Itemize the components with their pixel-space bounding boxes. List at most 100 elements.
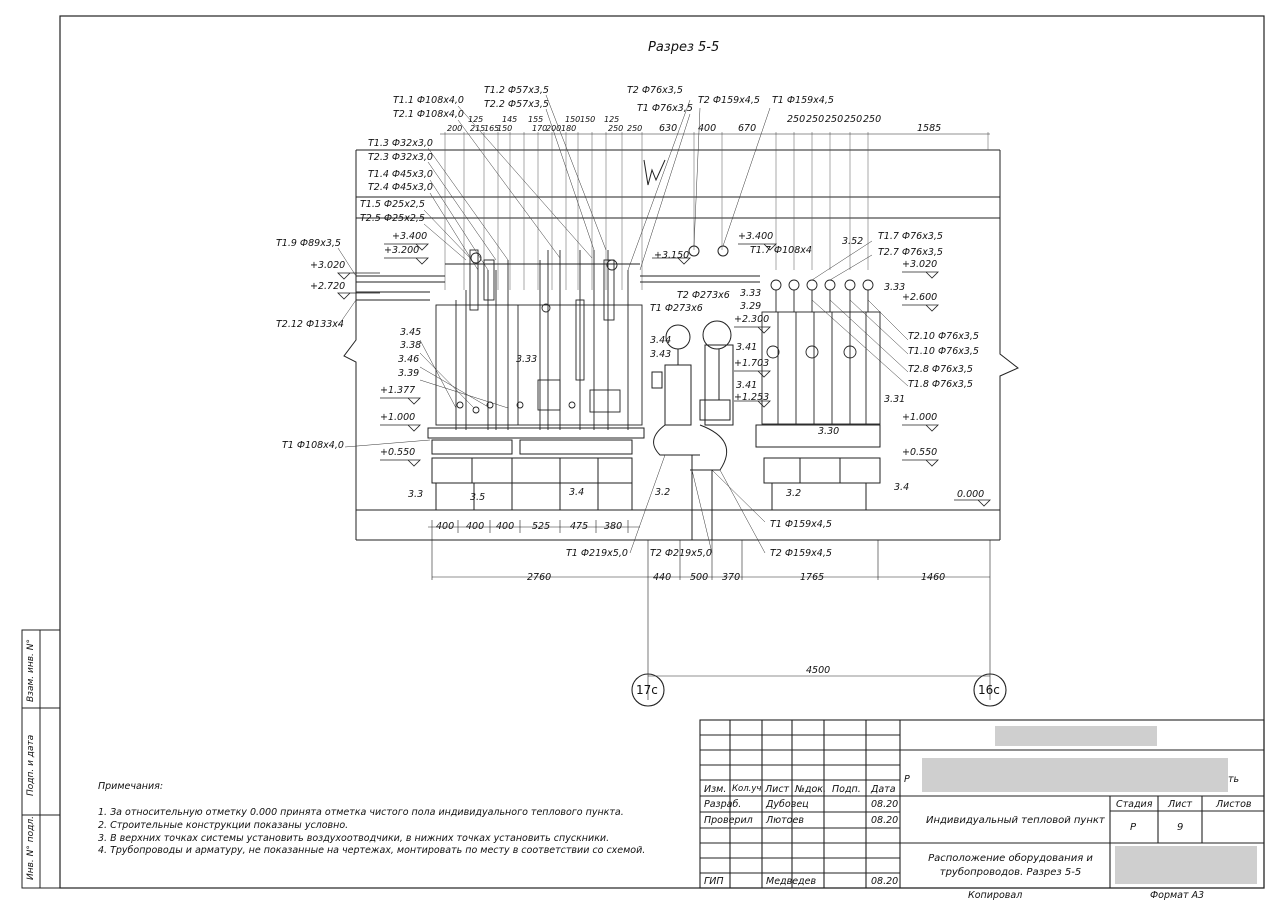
stamp-format: Формат А3 bbox=[1150, 890, 1205, 901]
dim-label: 1460 bbox=[921, 572, 946, 583]
stamp-partial-left: Р bbox=[904, 774, 910, 785]
dim-label: 165 bbox=[484, 124, 500, 133]
item-mark: 3.52 bbox=[842, 236, 864, 247]
elevation-label: +3.150 bbox=[654, 250, 690, 261]
elevation-label: +0.550 bbox=[380, 447, 416, 458]
dim-label: 200 bbox=[447, 124, 463, 133]
central-pipes bbox=[651, 245, 734, 540]
elevation-label: +3.200 bbox=[384, 245, 420, 256]
upper-pipes bbox=[356, 263, 760, 301]
item-mark: 3.4 bbox=[569, 487, 585, 498]
side-stamp-inv: Инв. N° подл. bbox=[26, 816, 36, 880]
item-mark: 3.39 bbox=[398, 368, 420, 379]
elevation-label: +0.550 bbox=[902, 447, 938, 458]
pipe-label: Т2 Ф159х4,5 bbox=[770, 548, 832, 559]
pipe-label: Т2 Ф76х3,5 bbox=[627, 85, 683, 96]
dim-label: 400 bbox=[496, 521, 515, 532]
item-mark: 3.46 bbox=[398, 354, 420, 365]
dim-label: 125 bbox=[468, 115, 484, 124]
pipe-label: Т2.2 Ф57х3,5 bbox=[484, 99, 549, 110]
sheet-frame bbox=[59, 15, 1265, 889]
stamp-partial-right: ть bbox=[1228, 774, 1240, 785]
stamp-date: 08.20 bbox=[871, 815, 899, 826]
stamp-sheet-label: Лист bbox=[1168, 799, 1193, 810]
right-equipment bbox=[761, 279, 881, 425]
building-structure bbox=[343, 149, 1019, 541]
stamp-date: 08.20 bbox=[871, 799, 899, 810]
title-block-grid bbox=[699, 719, 1265, 889]
pipe-label: Т1.4 Ф45х3,0 bbox=[368, 169, 433, 180]
left-equipment bbox=[435, 249, 643, 430]
axis-bubble-17c bbox=[631, 673, 665, 707]
stamp-header-list: Лист bbox=[765, 784, 790, 795]
elevation-markers bbox=[337, 243, 991, 507]
dim-label: 150 bbox=[565, 115, 581, 124]
elevation-label: +3.400 bbox=[392, 231, 428, 242]
pipe-label: Т1.9 Ф89х3,5 bbox=[276, 238, 341, 249]
item-mark: 3.29 bbox=[740, 301, 762, 312]
elevation-label: +3.020 bbox=[902, 259, 938, 270]
elevation-label: 0.000 bbox=[957, 489, 985, 500]
dim-label: 500 bbox=[690, 572, 709, 583]
pipe-label: Т1.3 Ф32х3,0 bbox=[368, 138, 433, 149]
elevation-label: +2.300 bbox=[734, 314, 770, 325]
item-mark: 3.2 bbox=[655, 487, 671, 498]
dim-label: 1765 bbox=[800, 572, 825, 583]
stamp-name: Дубовец bbox=[766, 799, 809, 810]
item-mark: 3.45 bbox=[400, 327, 422, 338]
stamp-role: Проверил bbox=[704, 815, 753, 826]
stamp-stage-label: Стадия bbox=[1116, 799, 1153, 810]
dim-label: 380 bbox=[604, 521, 623, 532]
pipe-label: Т2 Ф273х6 bbox=[677, 290, 730, 301]
item-mark: 3.38 bbox=[400, 340, 422, 351]
dim-label: 150 bbox=[580, 115, 596, 124]
dim-label: 440 bbox=[653, 572, 672, 583]
item-mark: 3.2 bbox=[786, 488, 802, 499]
pipe-label: Т1 Ф108х4,0 bbox=[282, 440, 344, 451]
stamp-copied: Копировал bbox=[968, 890, 1023, 901]
item-mark: 3.5 bbox=[470, 492, 486, 503]
item-mark: 3.4 bbox=[894, 482, 910, 493]
pipe-label: Т1.7 Ф76х3,5 bbox=[878, 231, 943, 242]
dim-label: 125 bbox=[604, 115, 620, 124]
item-mark: 3.43 bbox=[650, 349, 672, 360]
section-title: Разрез 5-5 bbox=[648, 40, 720, 55]
stamp-sheets-label: Листов bbox=[1216, 799, 1252, 810]
stamp-stage-value: Р bbox=[1130, 822, 1137, 833]
stamp-header-koluch: Кол.уч bbox=[732, 784, 762, 794]
elevation-label: +2.720 bbox=[310, 281, 346, 292]
note-item: 1. За относительную отметку 0.000 принят… bbox=[98, 807, 624, 818]
axis-label-16c: 16с bbox=[978, 683, 1000, 697]
pipe-label: Т1 Ф273х6 bbox=[650, 303, 703, 314]
dim-label: 400 bbox=[698, 123, 717, 134]
dim-label: 670 bbox=[738, 123, 757, 134]
pipe-label: Т2 Ф219х5,0 bbox=[650, 548, 712, 559]
note-item: 3. В верхних точках системы установить в… bbox=[98, 833, 610, 844]
stamp-header-ndok: №док. bbox=[795, 784, 827, 795]
dim-label: 250 bbox=[608, 124, 624, 133]
redacted-block bbox=[922, 758, 1228, 792]
pipe-label: Т1.5 Ф25х2,5 bbox=[360, 199, 425, 210]
dim-label: 1585 bbox=[917, 123, 942, 134]
item-mark: 3.30 bbox=[818, 426, 840, 437]
dim-label: 475 bbox=[570, 521, 589, 532]
stamp-date: 08.20 bbox=[871, 876, 899, 887]
dim-label: 250 bbox=[806, 114, 825, 125]
redacted-block bbox=[995, 726, 1157, 746]
dim-label: 170 bbox=[532, 124, 548, 133]
stamp-header-data: Дата bbox=[871, 784, 896, 795]
pipe-label: Т2.4 Ф45х3,0 bbox=[368, 182, 433, 193]
dim-label: 400 bbox=[436, 521, 455, 532]
dim-label: 180 bbox=[561, 124, 577, 133]
stamp-object: Индивидуальный тепловой пункт bbox=[926, 815, 1105, 826]
notes-heading: Примечания: bbox=[98, 781, 164, 792]
dim-label: 630 bbox=[659, 123, 678, 134]
dim-label: 250 bbox=[627, 124, 643, 133]
elevation-label: +1.000 bbox=[902, 412, 938, 423]
dim-label: 370 bbox=[722, 572, 741, 583]
bottom-dim-lines bbox=[428, 520, 991, 700]
stamp-role: Разраб. bbox=[704, 799, 742, 810]
dim-label: 2760 bbox=[527, 572, 552, 583]
item-mark: 3.33 bbox=[740, 288, 762, 299]
